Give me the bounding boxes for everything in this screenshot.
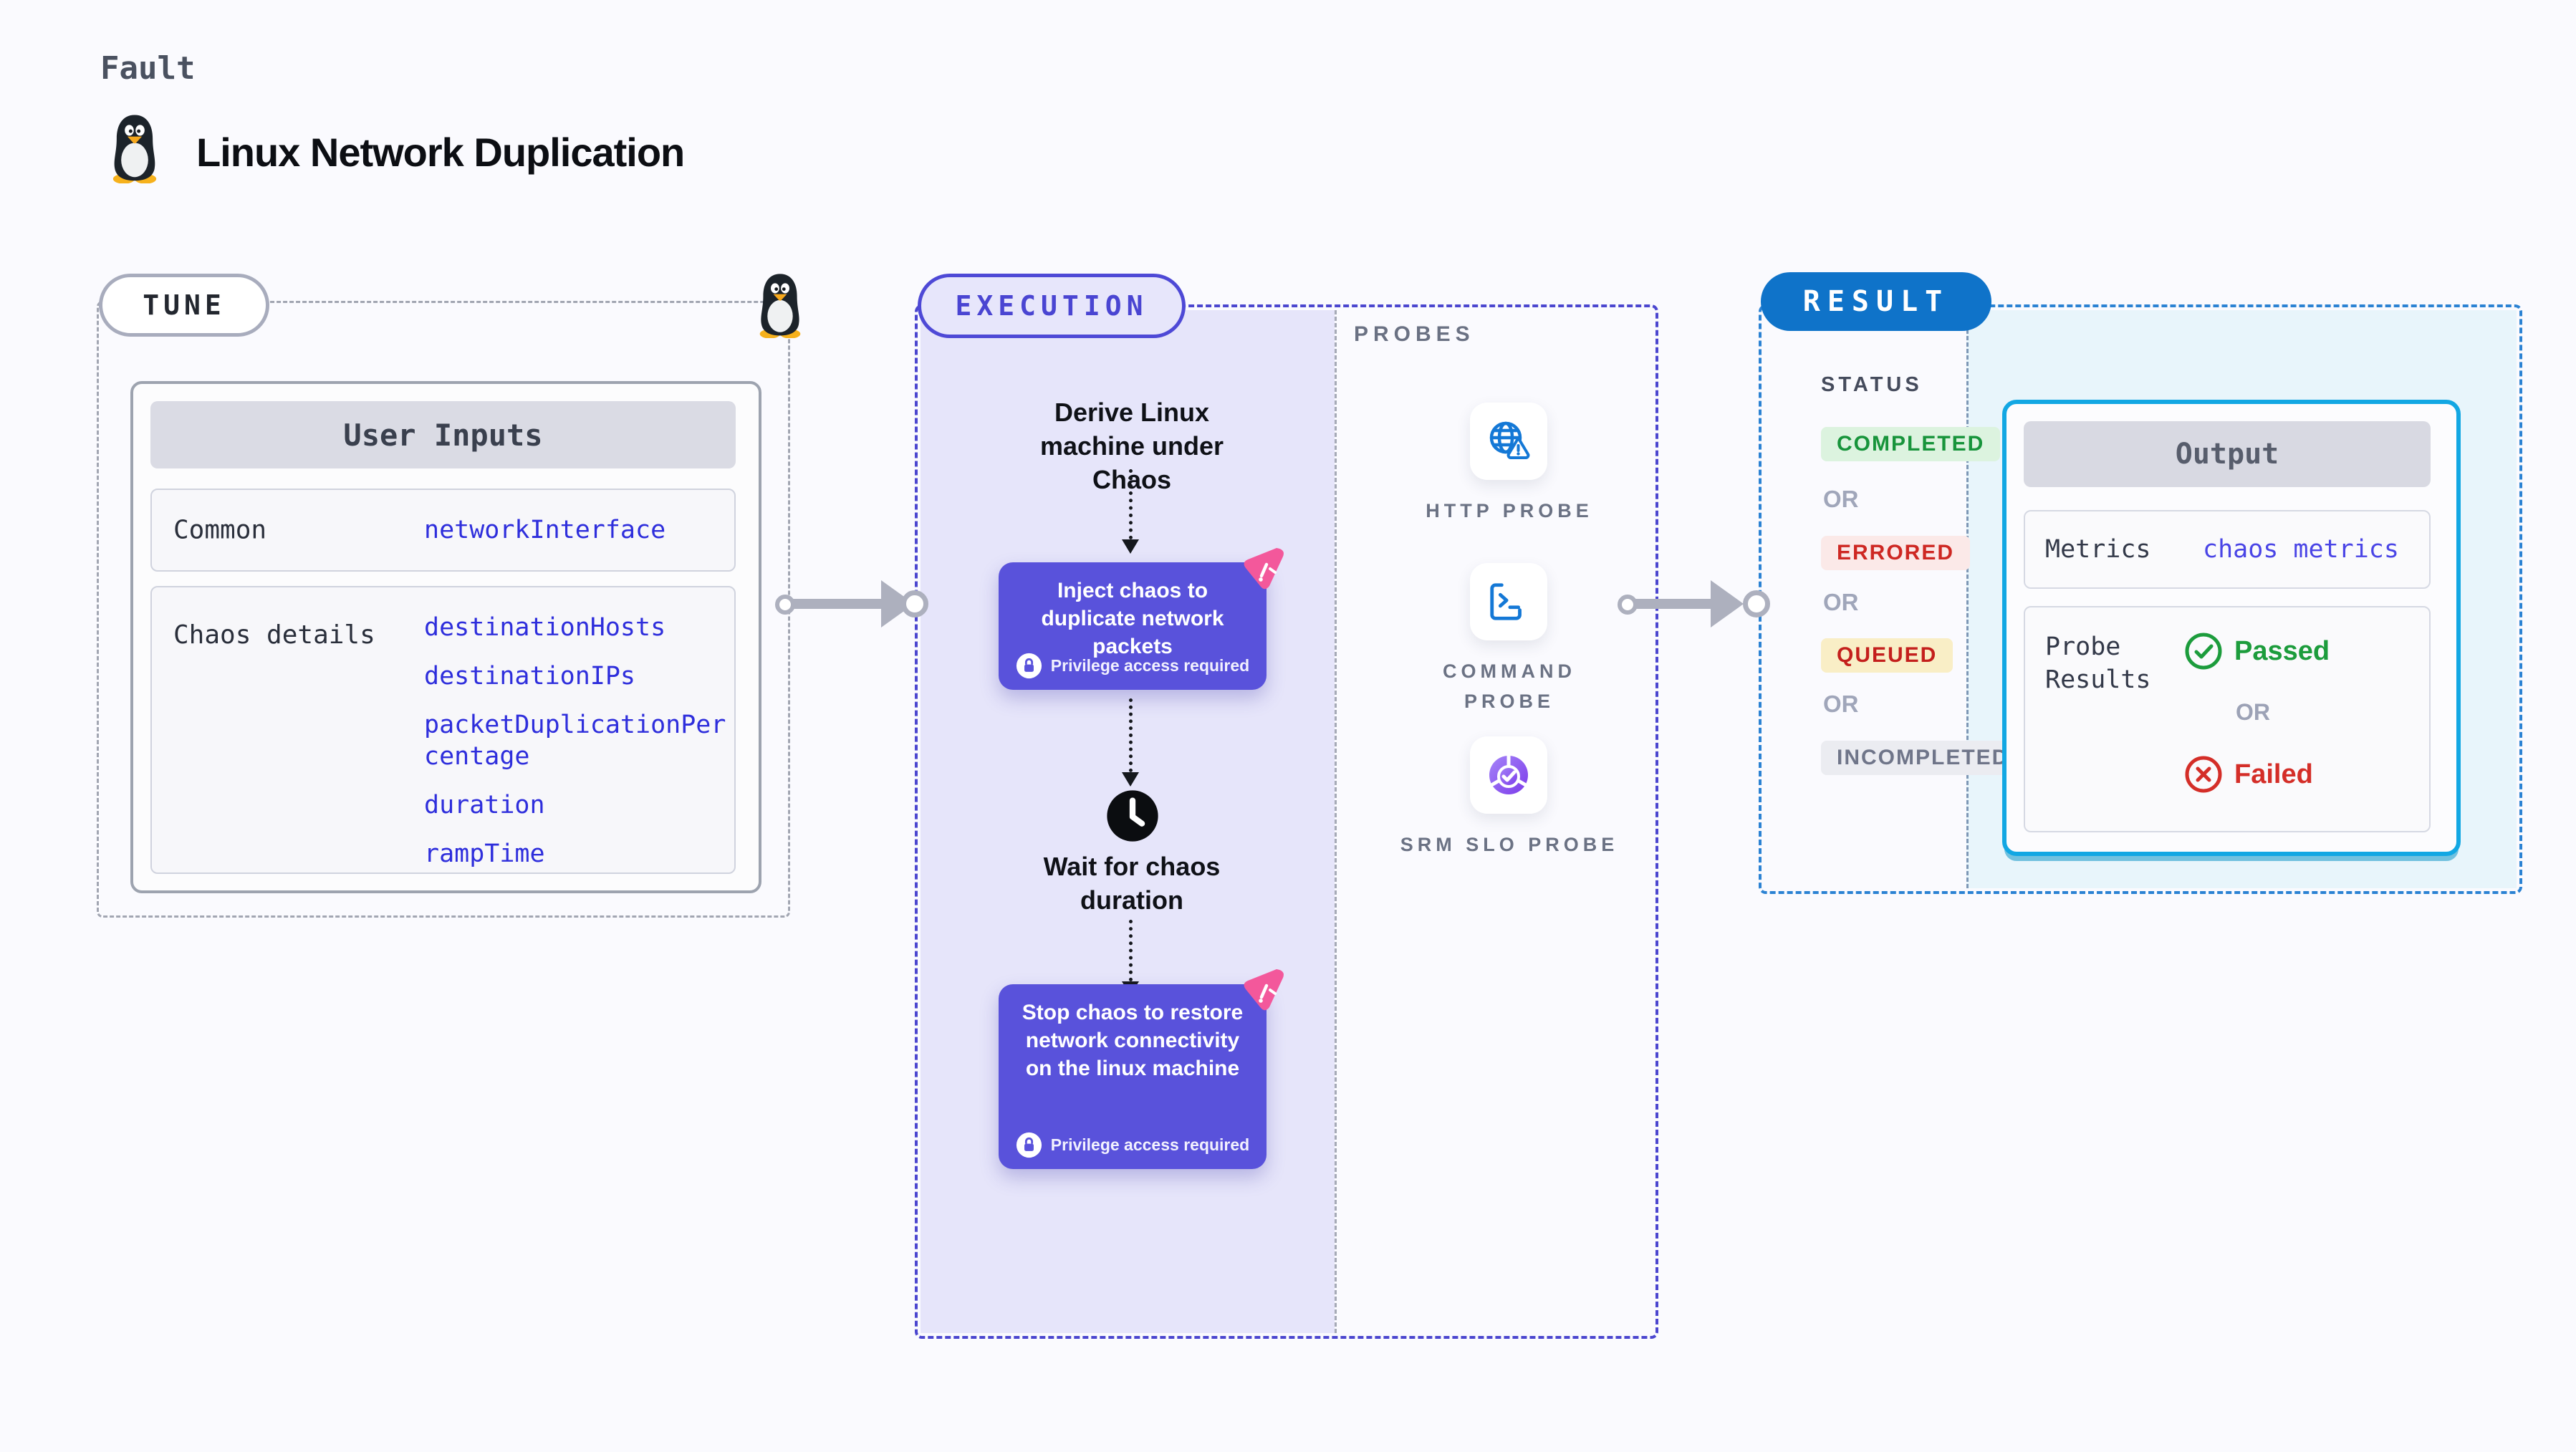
execution-badge: EXECUTION [918, 274, 1186, 338]
fault-eyebrow-label: Fault [100, 50, 196, 87]
probes-separator [1335, 310, 1337, 1333]
chaos-experiment-icon [1241, 546, 1287, 592]
stop-chaos-step: Stop chaos to restore network connectivi… [999, 984, 1267, 1169]
flow-arrow [1129, 920, 1133, 981]
step-title: Inject chaos to duplicate network packet… [1041, 579, 1224, 658]
slo-pie-check-icon [1489, 755, 1528, 794]
user-inputs-row-common: Common networkInterface [150, 489, 736, 572]
flow-arrow [1129, 469, 1133, 539]
command-probe-card [1470, 563, 1547, 640]
page-title: Linux Network Duplication [196, 130, 685, 175]
wait-clock-icon [1107, 790, 1158, 842]
wait-step-text: Wait for chaos duration [1043, 852, 1221, 915]
srm-slo-probe-label: SRM SLO PROBE [1400, 834, 1619, 855]
command-probe-label: COMMAND PROBE [1443, 660, 1576, 712]
or-label: OR [1823, 691, 1859, 717]
probe-results-row: Probe Results Passed OR Failed [2024, 606, 2431, 832]
linux-tux-icon [105, 113, 165, 183]
lock-icon [1016, 653, 1042, 679]
srm-slo-probe-card [1470, 736, 1547, 814]
failed-x-icon [2185, 756, 2222, 793]
failed-label: Failed [2234, 759, 2313, 789]
status-label: STATUS [1821, 373, 1923, 396]
status-badge-queued: QUEUED [1821, 638, 1953, 673]
terminal-icon [1490, 583, 1522, 620]
privilege-note: Privilege access required [1050, 1135, 1250, 1154]
arrow-line [1628, 599, 1712, 609]
or-label: OR [2236, 699, 2270, 725]
linux-tux-icon-small [752, 272, 808, 338]
input-value: destinationHosts [424, 613, 666, 642]
row-label: Common [173, 515, 267, 545]
status-badge-errored: ERRORED [1821, 536, 1971, 570]
input-value: duration [424, 791, 545, 819]
passed-label: Passed [2234, 636, 2330, 666]
arrow-end-dot [1743, 590, 1770, 617]
flow-arrow [1129, 698, 1133, 772]
metrics-row: Metrics chaos metrics [2024, 510, 2431, 589]
http-probe-card [1470, 403, 1547, 480]
output-header: Output [2024, 421, 2431, 487]
probe-results-label: Probe Results [2045, 633, 2151, 694]
globe-warning-icon [1489, 421, 1530, 459]
input-value: networkInterface [424, 516, 666, 544]
inject-chaos-step: Inject chaos to duplicate network packet… [999, 562, 1267, 690]
status-badge-incompleted: INCOMPLETED [1821, 741, 2025, 775]
user-inputs-card: User Inputs Common networkInterface Chao… [130, 381, 761, 893]
result-badge: RESULT [1761, 272, 1991, 331]
passed-check-icon [2185, 633, 2222, 670]
step-title: Stop chaos to restore network connectivi… [1022, 1001, 1244, 1080]
arrow-end-dot [901, 590, 928, 617]
arrow-head [1711, 580, 1744, 628]
or-label: OR [1823, 589, 1859, 615]
user-inputs-header: User Inputs [150, 401, 736, 468]
flow-arrow-head [1122, 772, 1139, 787]
input-value: rampTime [424, 840, 545, 868]
metrics-value: chaos metrics [2203, 535, 2399, 564]
input-value: packetDuplicationPercentage [424, 711, 726, 771]
probes-section-label: PROBES [1354, 322, 1475, 346]
user-inputs-row-chaos-details: Chaos details destinationHosts destinati… [150, 586, 736, 874]
input-value: destinationIPs [424, 662, 636, 691]
tune-badge: TUNE [99, 274, 269, 337]
arrow-start-dot [775, 595, 795, 615]
flow-arrow-head [1122, 539, 1139, 554]
status-badge-completed: COMPLETED [1821, 427, 2001, 461]
privilege-note: Privilege access required [1050, 656, 1250, 675]
output-card: Output Metrics chaos metrics Probe Resul… [2002, 400, 2461, 856]
row-label: Chaos details [173, 620, 375, 650]
arrow-start-dot [1618, 595, 1638, 615]
metrics-label: Metrics [2045, 535, 2151, 564]
http-probe-label: HTTP PROBE [1426, 500, 1593, 521]
chaos-experiment-icon [1241, 967, 1287, 1013]
arrow-line [785, 599, 884, 609]
lock-icon [1016, 1132, 1042, 1158]
or-label: OR [1823, 486, 1859, 512]
